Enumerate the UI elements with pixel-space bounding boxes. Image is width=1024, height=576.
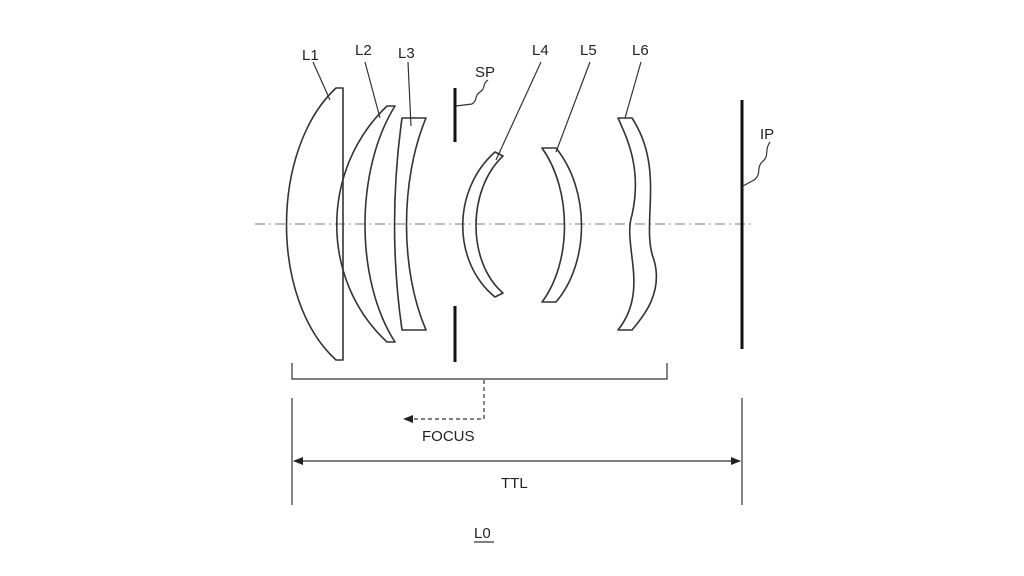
leader-l6 xyxy=(624,61,642,119)
lens-l3 xyxy=(393,117,427,331)
leader-l3 xyxy=(407,61,412,127)
leader-l4 xyxy=(495,61,542,161)
lens-l5 xyxy=(541,147,583,303)
lens-l2 xyxy=(335,105,396,343)
label-l4: L4 xyxy=(532,42,549,59)
label-sp: SP xyxy=(475,64,495,81)
label-l3: L3 xyxy=(398,45,415,62)
lens-l6 xyxy=(617,117,658,331)
leader-l5 xyxy=(555,61,591,153)
lens-l1 xyxy=(285,87,344,361)
label-l6: L6 xyxy=(632,42,649,59)
label-ttl: TTL xyxy=(501,475,528,492)
label-ip: IP xyxy=(760,126,774,143)
leader-sp xyxy=(455,79,489,107)
leader-ip xyxy=(742,141,771,187)
lens-l4 xyxy=(461,151,504,298)
label-l5: L5 xyxy=(580,42,597,59)
leader-l1 xyxy=(312,61,331,101)
label-focus: FOCUS xyxy=(422,428,475,445)
label-system: L0 xyxy=(474,525,491,542)
label-l2: L2 xyxy=(355,42,372,59)
label-l1: L1 xyxy=(302,47,319,64)
leader-l2 xyxy=(364,61,381,119)
focus-direction-arrow xyxy=(403,380,485,423)
focus-group-bracket xyxy=(291,363,668,380)
